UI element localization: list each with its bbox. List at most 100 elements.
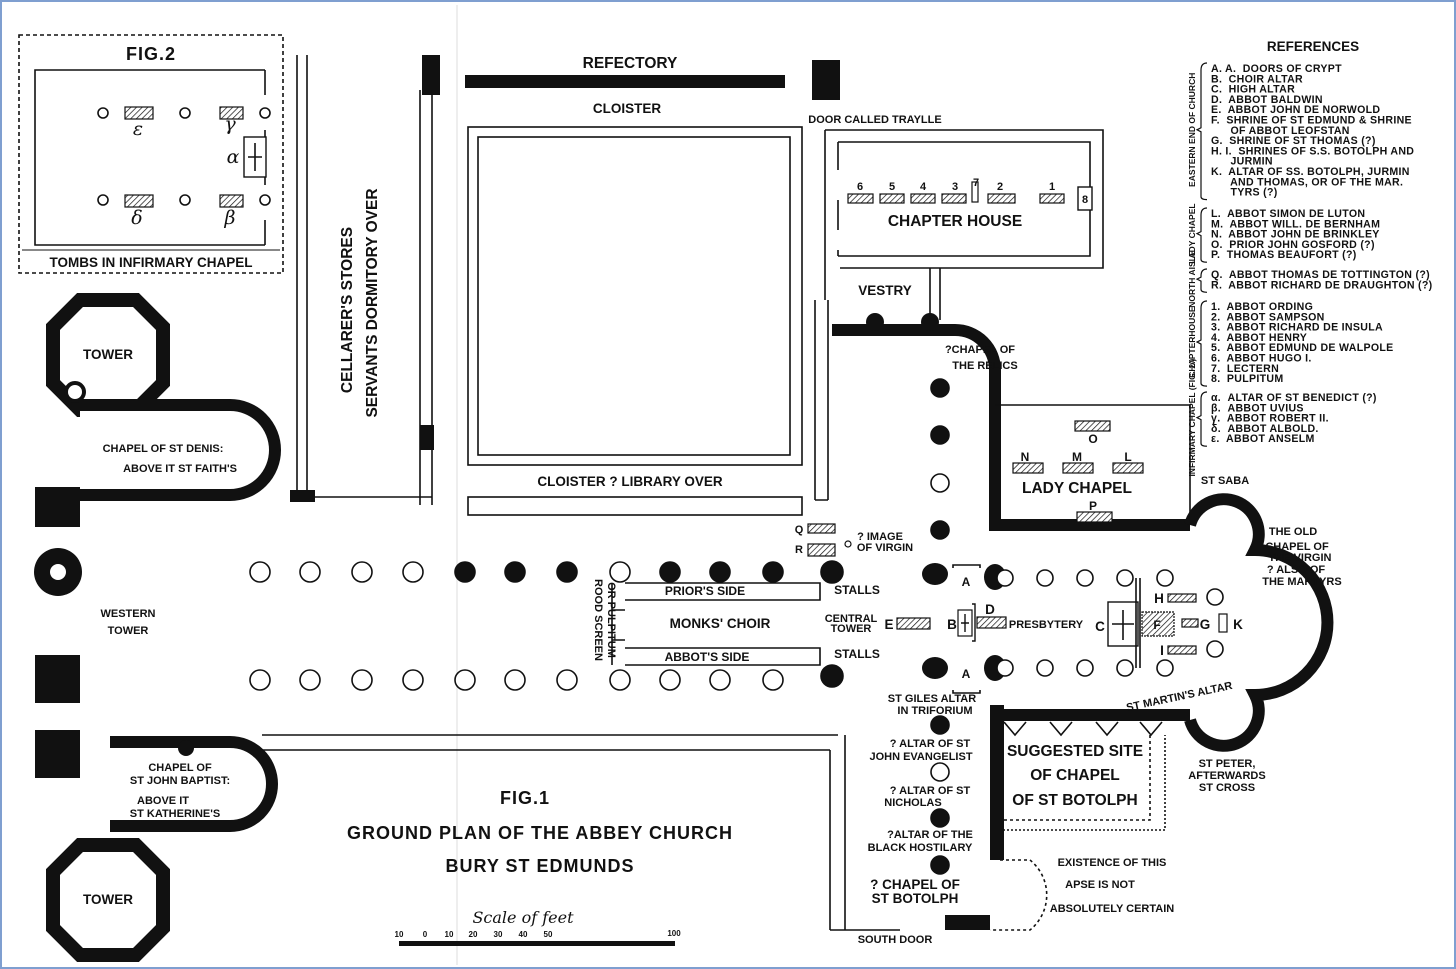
reference-item: 3. ABBOT RICHARD DE INSULA bbox=[1211, 322, 1383, 334]
label-door-traylle: DOOR CALLED TRAYLLE bbox=[808, 114, 941, 126]
label-st-faiths: ABOVE IT ST FAITH'S bbox=[123, 463, 237, 475]
label-st-john-3: ABOVE IT bbox=[137, 795, 189, 807]
label-st-saba: ST SABA bbox=[1201, 475, 1249, 487]
scale-bar: Scale of feet 10 0 10 20 30 40 50 100 bbox=[395, 908, 681, 946]
label-vestry: VESTRY bbox=[858, 283, 912, 298]
label-lectern-7: 7 bbox=[973, 177, 979, 189]
reference-item: Q. ABBOT THOMAS DE TOTTINGTON (?) bbox=[1211, 269, 1430, 281]
scale-tick: 50 bbox=[544, 930, 553, 939]
label-pulpitum-8: 8 bbox=[1082, 194, 1088, 206]
label-rood-screen: ROOD SCREEN bbox=[592, 579, 604, 661]
label-servants-dormitory: SERVANTS DORMITORY OVER bbox=[364, 188, 381, 417]
reference-bracket bbox=[1195, 207, 1208, 263]
reference-item: JURMIN bbox=[1211, 156, 1273, 168]
reference-item: R. ABBOT RICHARD DE DRAUGHTON (?) bbox=[1211, 279, 1432, 291]
reference-item: G. SHRINE OF ST THOMAS (?) bbox=[1211, 135, 1376, 147]
label-tower-north: TOWER bbox=[83, 347, 133, 362]
reference-item: TYRS (?) bbox=[1211, 187, 1278, 199]
label-st-giles-2: IN TRIFORIUM bbox=[897, 705, 972, 717]
label-tomb-1: 1 bbox=[1049, 181, 1055, 193]
label-western-tower: WESTERN bbox=[101, 608, 156, 620]
nave-columns bbox=[249, 560, 844, 691]
label-tower-south: TOWER bbox=[83, 892, 133, 907]
label-old-chapel-4: ? ALSO OF bbox=[1267, 564, 1326, 576]
image-marker-icon bbox=[844, 540, 852, 548]
reference-item: F. SHRINE OF ST EDMUND & SHRINE bbox=[1211, 115, 1412, 127]
scale-tick: 0 bbox=[423, 930, 428, 939]
label-st-john-2: ST JOHN BAPTIST: bbox=[130, 775, 230, 787]
high-altar-cross-icon bbox=[1112, 610, 1134, 640]
label-nicholas-2: NICHOLAS bbox=[884, 797, 941, 809]
scale-tick: 10 bbox=[395, 930, 404, 939]
label-south-door: SOUTH DOOR bbox=[858, 934, 933, 946]
label-st-peter-2: AFTERWARDS bbox=[1188, 770, 1265, 782]
reference-item: β. ABBOT UVIUS bbox=[1211, 402, 1304, 414]
label-image-virgin: ? IMAGE bbox=[857, 531, 903, 543]
reference-item: N. ABBOT JOHN DE BRINKLEY bbox=[1211, 229, 1380, 241]
label-alpha: α bbox=[227, 146, 240, 168]
label-cloister-library: CLOISTER ? LIBRARY OVER bbox=[537, 474, 723, 489]
label-old-chapel-1: THE OLD bbox=[1269, 526, 1317, 538]
label-abbots-side: ABBOT'S SIDE bbox=[665, 650, 750, 664]
letter-b: B bbox=[947, 617, 957, 632]
label-apse-note-2: APSE IS NOT bbox=[1065, 879, 1135, 891]
letter-g: G bbox=[1200, 617, 1211, 632]
west-end bbox=[34, 293, 900, 962]
letter-d: D bbox=[985, 602, 995, 617]
label-st-denis: CHAPEL OF ST DENIS: bbox=[103, 443, 224, 455]
label-cloister: CLOISTER bbox=[593, 101, 662, 116]
scale-tick: 30 bbox=[494, 930, 503, 939]
reference-bracket bbox=[1195, 268, 1208, 293]
label-st-peter: ST PETER, bbox=[1199, 758, 1256, 770]
reference-item: 2. ABBOT SAMPSON bbox=[1211, 311, 1325, 323]
label-st-cross: ST CROSS bbox=[1199, 782, 1255, 794]
letter-i: I bbox=[1160, 643, 1164, 658]
reference-item: 7. LECTERN bbox=[1211, 363, 1279, 375]
reference-group-label: EASTERN END OF CHURCH bbox=[1187, 73, 1197, 187]
label-old-chapel-2: CHAPEL OF bbox=[1265, 541, 1329, 553]
label-stalls-north: STALLS bbox=[834, 583, 880, 597]
reference-item: 6. ABBOT HUGO I. bbox=[1211, 353, 1312, 365]
letter-o: O bbox=[1088, 432, 1097, 446]
reference-item: E. ABBOT JOHN DE NORWOLD bbox=[1211, 104, 1380, 116]
letter-a-north: A bbox=[962, 575, 971, 589]
label-chapel-relics: ?CHAPEL OF bbox=[945, 344, 1015, 356]
letter-l: L bbox=[1124, 450, 1131, 464]
label-lady-chapel: LADY CHAPEL bbox=[1022, 480, 1132, 497]
reference-item: AND THOMAS, OR OF THE MAR. bbox=[1211, 176, 1403, 188]
label-gamma: γ bbox=[224, 113, 236, 135]
fig2-caption: TOMBS IN INFIRMARY CHAPEL bbox=[49, 255, 252, 270]
reference-bracket bbox=[1195, 391, 1208, 447]
label-presbytery: PRESBYTERY bbox=[1009, 619, 1084, 631]
reference-bracket bbox=[1195, 300, 1208, 387]
letter-f: F bbox=[1153, 618, 1160, 632]
letter-q: Q bbox=[795, 524, 804, 536]
scale-label: Scale of feet bbox=[472, 908, 574, 927]
plan-labels: REFECTORY CLOISTER DOOR CALLED TRAYLLE C… bbox=[83, 55, 1342, 946]
reference-item: A. A. DOORS OF CRYPT bbox=[1211, 63, 1342, 75]
label-tomb-4: 4 bbox=[920, 181, 927, 193]
letter-p: P bbox=[1089, 499, 1097, 513]
letter-a-south: A bbox=[962, 667, 971, 681]
label-old-chapel-3: THE VIRGIN bbox=[1269, 552, 1332, 564]
scale-tick: 10 bbox=[445, 930, 454, 939]
fig2-tombs-infirmary-chapel: FIG.2 TOMBS IN INFIRMARY CHAPEL ε γ α δ … bbox=[18, 34, 284, 274]
label-monks-choir: MONKS' CHOIR bbox=[670, 616, 771, 631]
reference-item: 5. ABBOT EDMUND DE WALPOLE bbox=[1211, 342, 1394, 354]
reference-group-label: LADY CHAPEL bbox=[1187, 203, 1197, 263]
reference-item: OF ABBOT LEOFSTAN bbox=[1211, 125, 1350, 137]
label-image-virgin-2: OF VIRGIN bbox=[857, 542, 913, 554]
reference-group-label: NORTH AISLE bbox=[1187, 250, 1197, 308]
label-john-evangelist-2: JOHN EVANGELIST bbox=[869, 751, 972, 763]
label-st-giles: ST GILES ALTAR bbox=[888, 693, 976, 705]
label-apse-note-3: ABSOLUTELY CERTAIN bbox=[1050, 903, 1175, 915]
reference-group-label: INFIRMARY CHAPEL (FIG. 2.) bbox=[1187, 358, 1197, 476]
reference-item: K. ALTAR OF SS. BOTOLPH, JURMIN bbox=[1211, 166, 1410, 178]
reference-bracket bbox=[1195, 62, 1208, 201]
reference-item: ε. ABBOT ANSELM bbox=[1211, 433, 1315, 445]
reference-item: 4. ABBOT HENRY bbox=[1211, 332, 1307, 344]
label-nicholas: ? ALTAR OF ST bbox=[890, 785, 971, 797]
label-st-john-1: CHAPEL OF bbox=[148, 762, 212, 774]
